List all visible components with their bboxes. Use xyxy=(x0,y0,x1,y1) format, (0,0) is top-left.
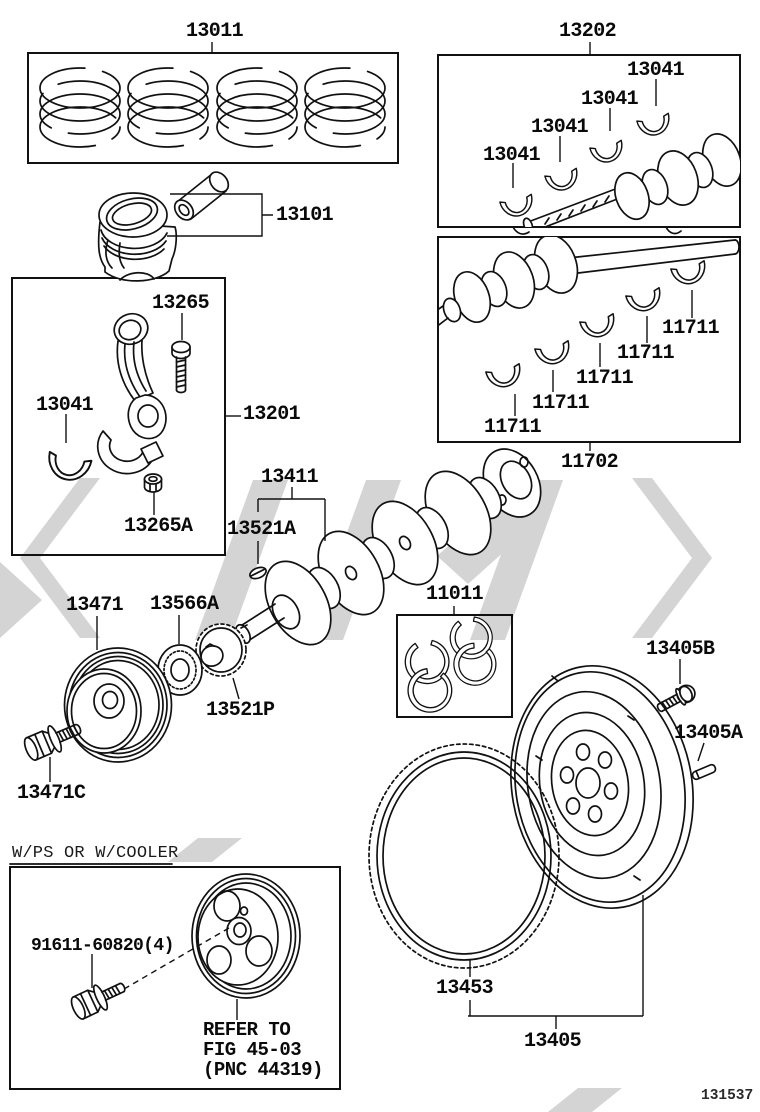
part-label-13453: 13453 xyxy=(436,977,494,1000)
wps-bolt-drawing xyxy=(70,982,126,1020)
part-label-13041-main-3: 13041 xyxy=(581,88,639,111)
variant-note: W/PS OR W/COOLER xyxy=(12,844,179,863)
part-label-13521P: 13521P xyxy=(206,699,275,722)
part-label-13566A: 13566A xyxy=(150,593,219,616)
rod-nut-drawing xyxy=(143,473,163,493)
crankshaft-pulley-drawing xyxy=(63,647,173,763)
part-label-11702: 11702 xyxy=(561,451,619,474)
part-label-11711-2: 11711 xyxy=(532,392,590,415)
crankshaft-timing-gear-drawing xyxy=(195,623,247,677)
part-label-13405: 13405 xyxy=(524,1030,582,1053)
part-label-11711-3: 11711 xyxy=(576,367,634,390)
wps-pulley-drawing xyxy=(191,873,301,999)
part-label-13471: 13471 xyxy=(66,594,124,617)
figure-code: 131537 xyxy=(701,1088,754,1104)
box-thrust-washer xyxy=(396,614,513,718)
crank-between-box-fragment xyxy=(512,226,682,235)
part-label-13041-main-2: 13041 xyxy=(531,116,589,139)
rod-bolt-drawing xyxy=(171,340,191,394)
flywheel-bolt-drawing xyxy=(656,684,696,713)
part-label-13265: 13265 xyxy=(152,292,210,315)
flywheel-ring-gear-drawing xyxy=(368,743,560,969)
part-label-13041-main-1: 13041 xyxy=(483,144,541,167)
refer-note-line1: REFER TO xyxy=(203,1019,291,1041)
box-wps-variant xyxy=(9,866,341,1090)
refer-note-line2: FIG 45-03 xyxy=(203,1039,302,1061)
crankshaft-drawing xyxy=(235,448,542,646)
thrust-washer-set-drawing xyxy=(399,611,502,717)
connecting-rod-drawing xyxy=(96,312,167,475)
part-label-13471C: 13471C xyxy=(17,782,86,805)
part-label-91611-60820: 91611-60820(4) xyxy=(31,936,174,956)
piston-pin-drawing xyxy=(173,171,230,221)
flywheel-dowel-pin-drawing xyxy=(691,763,717,781)
crankshaft-rear-drawing xyxy=(438,237,740,327)
part-label-13101: 13101 xyxy=(276,204,334,227)
part-label-13011: 13011 xyxy=(186,20,244,43)
part-label-13041-rod: 13041 xyxy=(36,394,94,417)
part-label-11711-1: 11711 xyxy=(484,416,542,439)
part-label-13202: 13202 xyxy=(559,20,617,43)
box-main-bearing-upper xyxy=(437,54,741,228)
part-label-13411: 13411 xyxy=(261,466,319,489)
bracket-13101 xyxy=(167,193,273,237)
part-label-11711-4: 11711 xyxy=(617,342,675,365)
box-main-bearing-lower xyxy=(437,236,741,443)
leader-lines xyxy=(49,42,705,1029)
crankshaft-front-drawing xyxy=(522,133,740,227)
part-label-13405A: 13405A xyxy=(674,722,743,745)
part-label-13201: 13201 xyxy=(243,403,301,426)
part-label-13265A: 13265A xyxy=(124,515,193,538)
pulley-bolt-drawing xyxy=(23,723,82,761)
piston-ring-sets-drawing xyxy=(39,67,386,148)
refer-note-line3: (PNC 44319) xyxy=(203,1059,323,1081)
part-label-13521A: 13521A xyxy=(227,518,296,541)
crankshaft-key-drawing xyxy=(249,566,267,580)
piston-drawing xyxy=(97,192,178,282)
part-label-13041-main-4: 13041 xyxy=(627,59,685,82)
part-label-13405B: 13405B xyxy=(646,638,715,661)
box-piston-ring-set xyxy=(27,52,399,164)
part-label-11711-5: 11711 xyxy=(662,317,720,340)
part-label-11011: 11011 xyxy=(426,583,484,606)
